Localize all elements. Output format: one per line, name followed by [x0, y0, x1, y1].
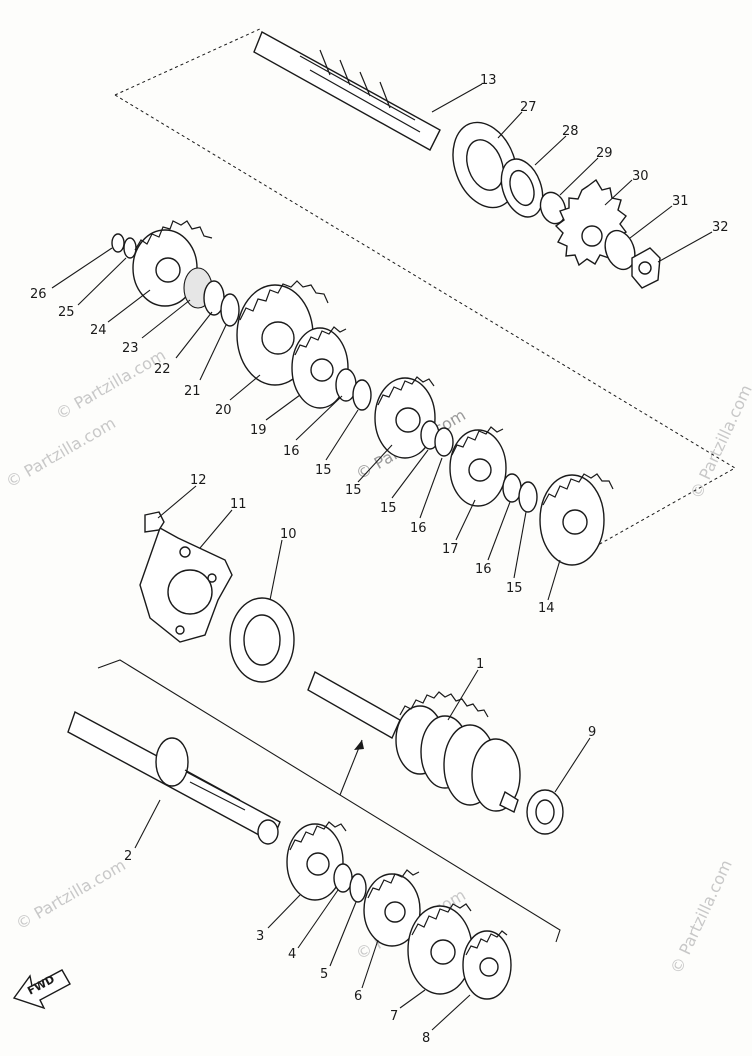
leader-lines — [51, 83, 713, 1031]
collar-29 — [539, 191, 567, 225]
callout-24: 24 — [90, 323, 107, 338]
fwd-arrow: FWD — [12, 969, 71, 1010]
callout-27: 27 — [520, 100, 537, 115]
callout-25: 25 — [58, 305, 75, 320]
callout-9: 9 — [588, 725, 596, 740]
drive-axle-gear-train — [111, 220, 614, 566]
callout-10: 10 — [280, 527, 297, 542]
callout-16-a: 16 — [283, 444, 300, 459]
callout-5: 5 — [320, 967, 328, 982]
main-axle-shaft — [307, 670, 401, 739]
callout-6: 6 — [354, 989, 362, 1004]
assembly-outline — [114, 27, 736, 546]
callout-15-a: 15 — [315, 463, 332, 478]
watermark-2: © Partzilla.com — [53, 345, 169, 423]
callout-19: 19 — [250, 423, 267, 438]
circlip-21 — [220, 293, 240, 327]
callout-16-c: 16 — [475, 562, 492, 577]
callout-12: 12 — [190, 473, 207, 488]
callout-31: 31 — [672, 194, 689, 209]
callout-32: 32 — [712, 220, 729, 235]
fwd-arrow-shape — [12, 969, 71, 1010]
watermark-3: © Partzilla.com — [13, 855, 129, 933]
callout-13: 13 — [480, 73, 497, 88]
watermark-5: © Partzilla.com — [666, 857, 735, 977]
washer-16c — [502, 473, 522, 503]
circlip-15c — [518, 481, 538, 513]
callout-4: 4 — [288, 947, 296, 962]
callout-22: 22 — [154, 362, 171, 377]
callout-23: 23 — [122, 341, 139, 356]
circlip-5 — [349, 873, 367, 903]
callout-7: 7 — [390, 1009, 398, 1024]
callout-15-b: 15 — [345, 483, 362, 498]
gear-cluster-1d — [471, 738, 521, 812]
countershaft-integral-gear — [155, 737, 189, 787]
callout-11: 11 — [230, 497, 247, 512]
callout-2: 2 — [124, 849, 132, 864]
bearing-plate-assembly — [139, 511, 295, 683]
watermark-1: © Partzilla.com — [3, 413, 119, 491]
callout-26: 26 — [30, 287, 47, 302]
callout-30: 30 — [632, 169, 649, 184]
callout-1: 1 — [476, 657, 484, 672]
callout-21: 21 — [184, 384, 201, 399]
callout-labels: 13 27 28 29 30 31 32 26 25 24 23 22 21 2… — [30, 73, 729, 1046]
callout-15-d: 15 — [506, 581, 523, 596]
callout-20: 20 — [215, 403, 232, 418]
washer-16b — [434, 427, 454, 457]
callout-28: 28 — [562, 124, 579, 139]
callout-17: 17 — [442, 542, 459, 557]
countershaft-assembly — [67, 710, 512, 1000]
lock-washer-31 — [604, 229, 636, 271]
watermark-6: © Partzilla.com — [686, 382, 752, 502]
drive-axle-assembly — [253, 31, 661, 289]
callout-14: 14 — [538, 601, 555, 616]
main-axle-assembly — [307, 670, 564, 835]
callout-3: 3 — [256, 929, 264, 944]
callout-29: 29 — [596, 146, 613, 161]
callout-15-c: 15 — [380, 501, 397, 516]
callout-16-b: 16 — [410, 521, 427, 536]
circlip-15a — [352, 379, 372, 411]
circlip-26 — [111, 233, 125, 253]
washer-4 — [333, 863, 353, 893]
callout-8: 8 — [422, 1031, 430, 1046]
